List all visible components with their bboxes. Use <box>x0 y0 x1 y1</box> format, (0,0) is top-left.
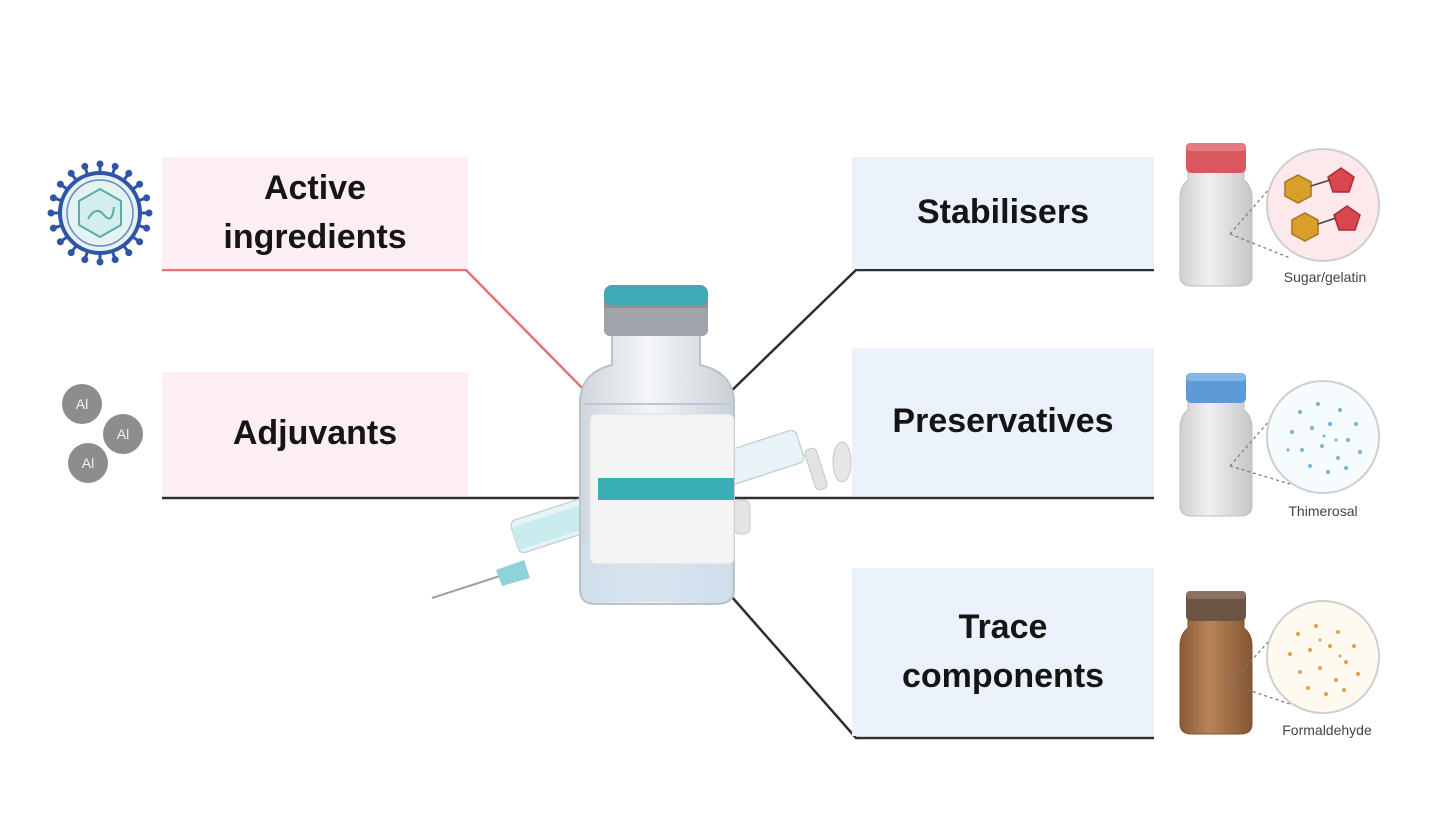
stabilisers-text: Stabilisers <box>917 193 1089 232</box>
stabilisers-caption: Sugar/gelatin <box>1283 269 1367 285</box>
aluminium-particle-icon: Al Al Al <box>62 384 143 483</box>
trace-components-caption: Formaldehyde <box>1282 722 1372 738</box>
stabilisers-bottle-icon <box>1179 143 1253 287</box>
trace-components-magnifier-circle-icon <box>1229 600 1380 714</box>
vaccine-vial-icon <box>579 285 735 605</box>
preservatives-label: Preservatives <box>852 348 1154 496</box>
preservatives-caption: Thimerosal <box>1288 503 1358 519</box>
al-label-1: Al <box>76 396 88 412</box>
trace-components-bottle-icon <box>1179 591 1253 735</box>
trace-components-connector <box>723 587 1154 740</box>
preservatives-text: Preservatives <box>892 402 1114 441</box>
stabilisers-connector <box>723 268 1154 399</box>
active-ingredients-line-1: Active <box>263 168 367 207</box>
trace-components-line-1: Trace <box>958 607 1048 646</box>
al-label-2: Al <box>117 426 129 442</box>
trace-components-line-2: components <box>901 657 1105 695</box>
adjuvants-label: Adjuvants <box>162 372 468 496</box>
active-ingredients-connector <box>162 268 593 399</box>
al-label-3: Al <box>82 455 94 471</box>
preservatives-bottle-icon <box>1179 373 1253 517</box>
stabilisers-magnifier-circle-icon <box>1229 148 1380 262</box>
active-ingredients-label: Active ingredients <box>162 157 468 269</box>
virus-icon <box>46 160 154 267</box>
stabilisers-label: Stabilisers <box>852 157 1154 269</box>
trace-components-label: Trace components <box>852 568 1154 736</box>
preservatives-magnifier-circle-icon <box>1229 380 1380 494</box>
active-ingredients-line-2: ingredients <box>223 218 407 256</box>
adjuvants-text: Adjuvants <box>232 414 398 453</box>
